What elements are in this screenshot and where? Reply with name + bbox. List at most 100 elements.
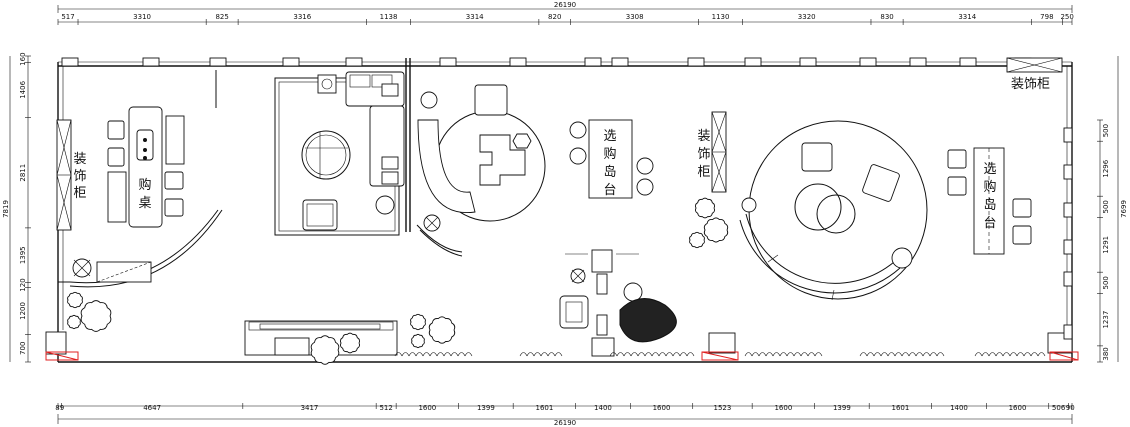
dimension-label: 1600	[1009, 404, 1027, 412]
svg-text:岛: 岛	[983, 197, 996, 213]
hedge-segment	[981, 352, 990, 357]
wall-column	[744, 57, 762, 67]
svg-text:装: 装	[73, 152, 86, 167]
svg-text:岛: 岛	[603, 164, 616, 180]
hedge-segment	[779, 352, 788, 357]
svg-text:桌: 桌	[138, 196, 151, 211]
dimension-label: 120	[19, 278, 27, 291]
wall-column	[1063, 202, 1073, 218]
dimension-label: 90	[1066, 404, 1075, 412]
hedge-segment	[880, 352, 889, 357]
top-total-dimension: 26190	[554, 1, 576, 9]
dimension-label: 3314	[958, 13, 976, 21]
svg-text:购: 购	[983, 179, 996, 195]
wall-column	[282, 57, 300, 67]
dimension-label: 1400	[950, 404, 968, 412]
hedge-segment	[974, 352, 983, 357]
dimension-label: 500	[1102, 276, 1110, 289]
hedge-segment	[995, 352, 1004, 357]
dimension-label: 1200	[19, 302, 27, 320]
dimension-label: 2811	[19, 164, 27, 182]
dimension-label: 1399	[833, 404, 851, 412]
svg-text:购: 购	[138, 177, 151, 193]
wall-column	[439, 57, 457, 67]
hedge-segment	[672, 352, 681, 357]
hedge-segment	[533, 352, 542, 357]
wall-column	[1063, 164, 1073, 180]
hedge-segment	[1016, 352, 1025, 357]
dimension-label: 1399	[477, 404, 495, 412]
dimension-label: 3308	[626, 13, 644, 21]
dimension-label: 500	[1102, 124, 1110, 137]
wall-column	[1063, 271, 1073, 287]
dimension-label: 517	[61, 13, 74, 21]
plants	[67, 197, 729, 365]
hedge-segment	[1009, 352, 1018, 357]
dimension-label: 1130	[712, 13, 730, 21]
plant	[310, 335, 340, 365]
hedge-segment	[751, 352, 760, 357]
dimension-label: 500	[1102, 200, 1110, 213]
wall-column	[959, 57, 977, 67]
svg-text:柜: 柜	[697, 165, 710, 180]
hedge-segment	[658, 352, 667, 357]
hedge-segment	[540, 352, 549, 357]
dimension-label: 506	[1052, 404, 1066, 412]
plant	[428, 316, 456, 344]
dimension-label: 512	[379, 404, 392, 412]
dimension-label: 1296	[1102, 159, 1110, 177]
wall-column	[859, 57, 877, 67]
dimension-label: 3417	[301, 404, 319, 412]
hedge-segment	[915, 352, 924, 357]
selection-island-right: 选 购 岛 台	[947, 147, 1032, 255]
circular-display-zone	[739, 120, 928, 301]
hedge-segment	[519, 352, 528, 357]
hedge-segment	[679, 352, 688, 357]
hedge-segment	[800, 352, 809, 357]
hedge-segment	[429, 352, 438, 357]
wall-column	[584, 57, 602, 67]
svg-text:台: 台	[983, 216, 996, 231]
svg-text:装: 装	[697, 129, 710, 144]
wall-column	[687, 57, 705, 67]
dimension-label: 250	[1060, 13, 1073, 21]
dimension-label: 1291	[1102, 236, 1110, 254]
selection-island-center: 选 购 岛 台	[569, 119, 654, 199]
svg-text:饰: 饰	[697, 147, 710, 162]
svg-text:饰: 饰	[73, 169, 86, 184]
hedge-segment	[651, 352, 660, 357]
hedge-segment	[814, 352, 823, 357]
hedge-segment	[988, 352, 997, 357]
hedge-segment	[394, 352, 403, 357]
dimension-label: 89	[55, 404, 64, 412]
dimension-label: 3316	[293, 13, 311, 21]
plant	[694, 197, 716, 219]
hedge-segment	[793, 352, 802, 357]
dimension-label: 1395	[19, 246, 27, 264]
hedge-segment	[457, 352, 466, 357]
hedge-segment	[665, 352, 674, 357]
hedge-segment	[609, 352, 618, 357]
svg-text:选: 选	[983, 162, 996, 177]
dimension-label: 4647	[143, 404, 161, 412]
bottom-hedge	[394, 352, 1046, 357]
lounge-rug	[274, 71, 405, 236]
svg-text:装饰柜: 装饰柜	[1011, 77, 1050, 92]
wall-column	[142, 57, 160, 67]
hedge-segment	[637, 352, 646, 357]
hedge-segment	[873, 352, 882, 357]
hedge-segment	[408, 352, 417, 357]
hedge-segment	[415, 352, 424, 357]
top-wall-columns	[61, 57, 1032, 67]
dimension-label: 1400	[594, 404, 612, 412]
wall-column	[345, 57, 363, 67]
wall-column	[1063, 324, 1073, 340]
hedge-segment	[786, 352, 795, 357]
plant	[411, 333, 425, 349]
bottom-total-dimension: 26190	[554, 419, 576, 427]
hedge-segment	[936, 352, 945, 357]
hedge-segment	[1030, 352, 1039, 357]
